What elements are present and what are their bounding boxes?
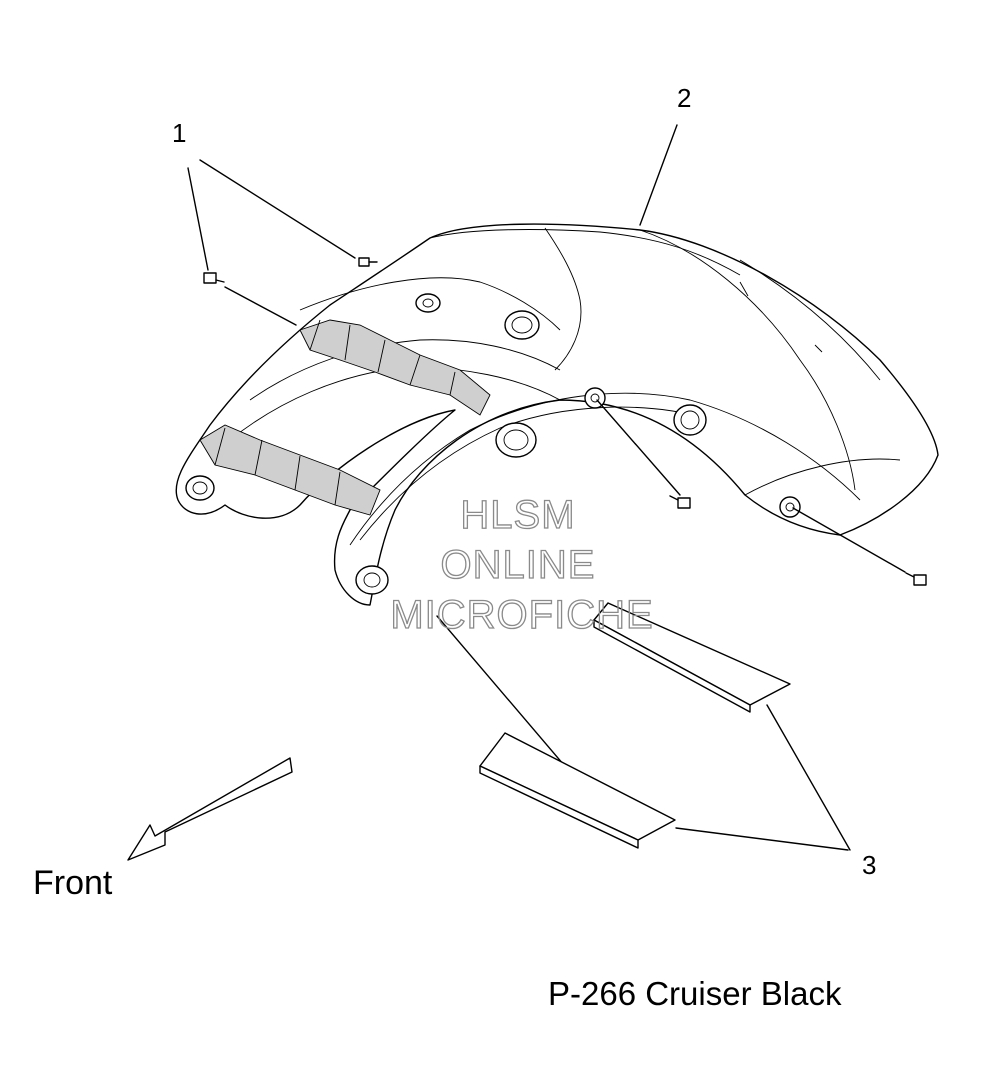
pad-lower (479, 732, 676, 849)
callout-1: 1 (172, 118, 186, 148)
screw-top (358, 257, 378, 267)
leader-lines (187, 124, 906, 851)
watermark-line-3: MICROFICHE (390, 593, 653, 637)
diagram-caption: P-266 Cruiser Black (548, 975, 842, 1012)
mounting-holes (185, 293, 801, 595)
callout-3: 3 (862, 850, 876, 880)
front-label: Front (33, 864, 113, 902)
front-arrow (127, 757, 293, 861)
watermark: HLSM ONLINE MICROFICHE (390, 492, 654, 637)
pad-upper (593, 602, 791, 713)
screw-right (905, 572, 927, 586)
screw-left (203, 272, 225, 284)
watermark-line-2: ONLINE (441, 543, 596, 587)
screw-group (203, 257, 927, 586)
adhesive-pads (479, 602, 791, 849)
watermark-line-1: HLSM (460, 493, 575, 537)
rear-fender (175, 223, 939, 606)
screw-mid (669, 495, 691, 509)
callout-2: 2 (677, 83, 691, 113)
